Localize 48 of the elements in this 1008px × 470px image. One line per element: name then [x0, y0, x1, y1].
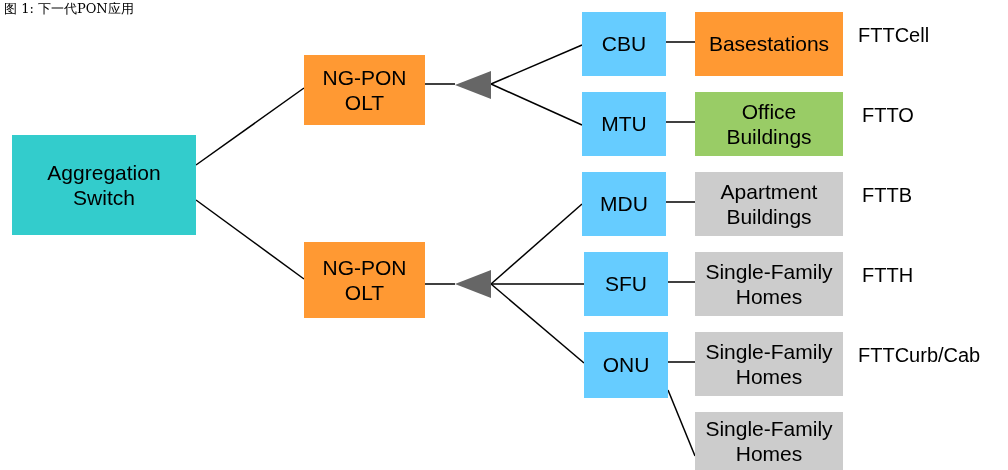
device-box [695, 12, 843, 76]
connector-line [424, 83, 456, 85]
access-type-label: FTTO [862, 104, 914, 127]
node-label: CBU [601, 31, 647, 57]
node-label: Aggregation Switch [46, 159, 162, 211]
connector-line [490, 283, 585, 364]
access-type-label: FTTB [862, 184, 912, 207]
connector-line [665, 41, 696, 43]
node-label: Office Buildings [725, 98, 813, 150]
connector-line [490, 203, 583, 285]
access-type-label: FTTCell [858, 24, 930, 47]
node-label: NG-PON OLT [321, 254, 408, 306]
access-type-label: FTTH [862, 264, 914, 287]
switch-box [12, 135, 196, 235]
node-label: MDU [600, 191, 648, 217]
node-label: ONU [602, 352, 650, 378]
connector-line [667, 361, 696, 363]
node-label: MTU [601, 111, 647, 137]
connector-line [424, 283, 456, 285]
node-label: Basestations [708, 31, 830, 57]
node-label: Single-Family Homes [704, 338, 834, 390]
node-label: Single-Family Homes [704, 258, 834, 310]
device-box [695, 172, 843, 236]
node-label: SFU [605, 271, 647, 297]
device-box [695, 252, 843, 316]
device-box [582, 12, 666, 76]
connector-line [665, 201, 696, 203]
device-box [304, 242, 425, 318]
device-box [584, 252, 668, 316]
access-type-label: FTTCurb/Cab [858, 344, 981, 367]
connector-line [195, 87, 305, 166]
connector-line [490, 283, 585, 285]
node-label: NG-PON OLT [321, 64, 408, 116]
device-box [695, 412, 843, 470]
node-label: Apartment Buildings [719, 178, 819, 230]
device-box [582, 92, 666, 156]
device-box [584, 332, 668, 398]
connector-line [667, 281, 696, 283]
figure-title: 图 1: 下一代PON应用 [4, 0, 134, 18]
connector-line [490, 44, 583, 85]
node-label: Single-Family Homes [704, 415, 834, 467]
device-box [582, 172, 666, 236]
device-box [695, 332, 843, 396]
device-box [304, 55, 425, 125]
connector-line [490, 83, 583, 126]
connector-line [195, 199, 305, 280]
device-box [695, 92, 843, 156]
connector-line [665, 121, 696, 123]
